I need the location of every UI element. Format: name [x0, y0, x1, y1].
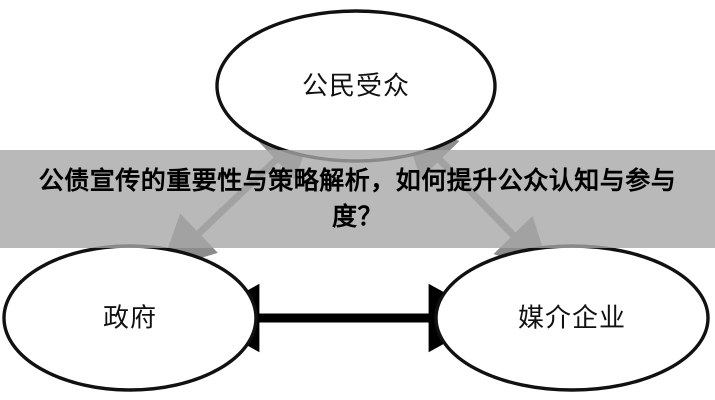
overlay-caption-line-1: 公债宣传的重要性与策略解析，如何提升公众 — [38, 166, 549, 195]
overlay-caption-text: 公债宣传的重要性与策略解析，如何提升公众认知与参与度？ — [38, 163, 678, 235]
node-government[interactable]: 政府 — [2, 244, 258, 392]
overlay-caption-banner: 公债宣传的重要性与策略解析，如何提升公众认知与参与度？ — [0, 150, 715, 248]
node-media-enterprise-label: 媒介企业 — [518, 304, 626, 333]
node-media-enterprise[interactable]: 媒介企业 — [434, 244, 710, 392]
node-citizen-audience[interactable]: 公民受众 — [215, 9, 497, 163]
overlay-caption-line-2: 认知与参与度？ — [331, 166, 677, 231]
node-citizen-audience-label: 公民受众 — [302, 72, 410, 101]
node-government-label: 政府 — [103, 304, 157, 333]
